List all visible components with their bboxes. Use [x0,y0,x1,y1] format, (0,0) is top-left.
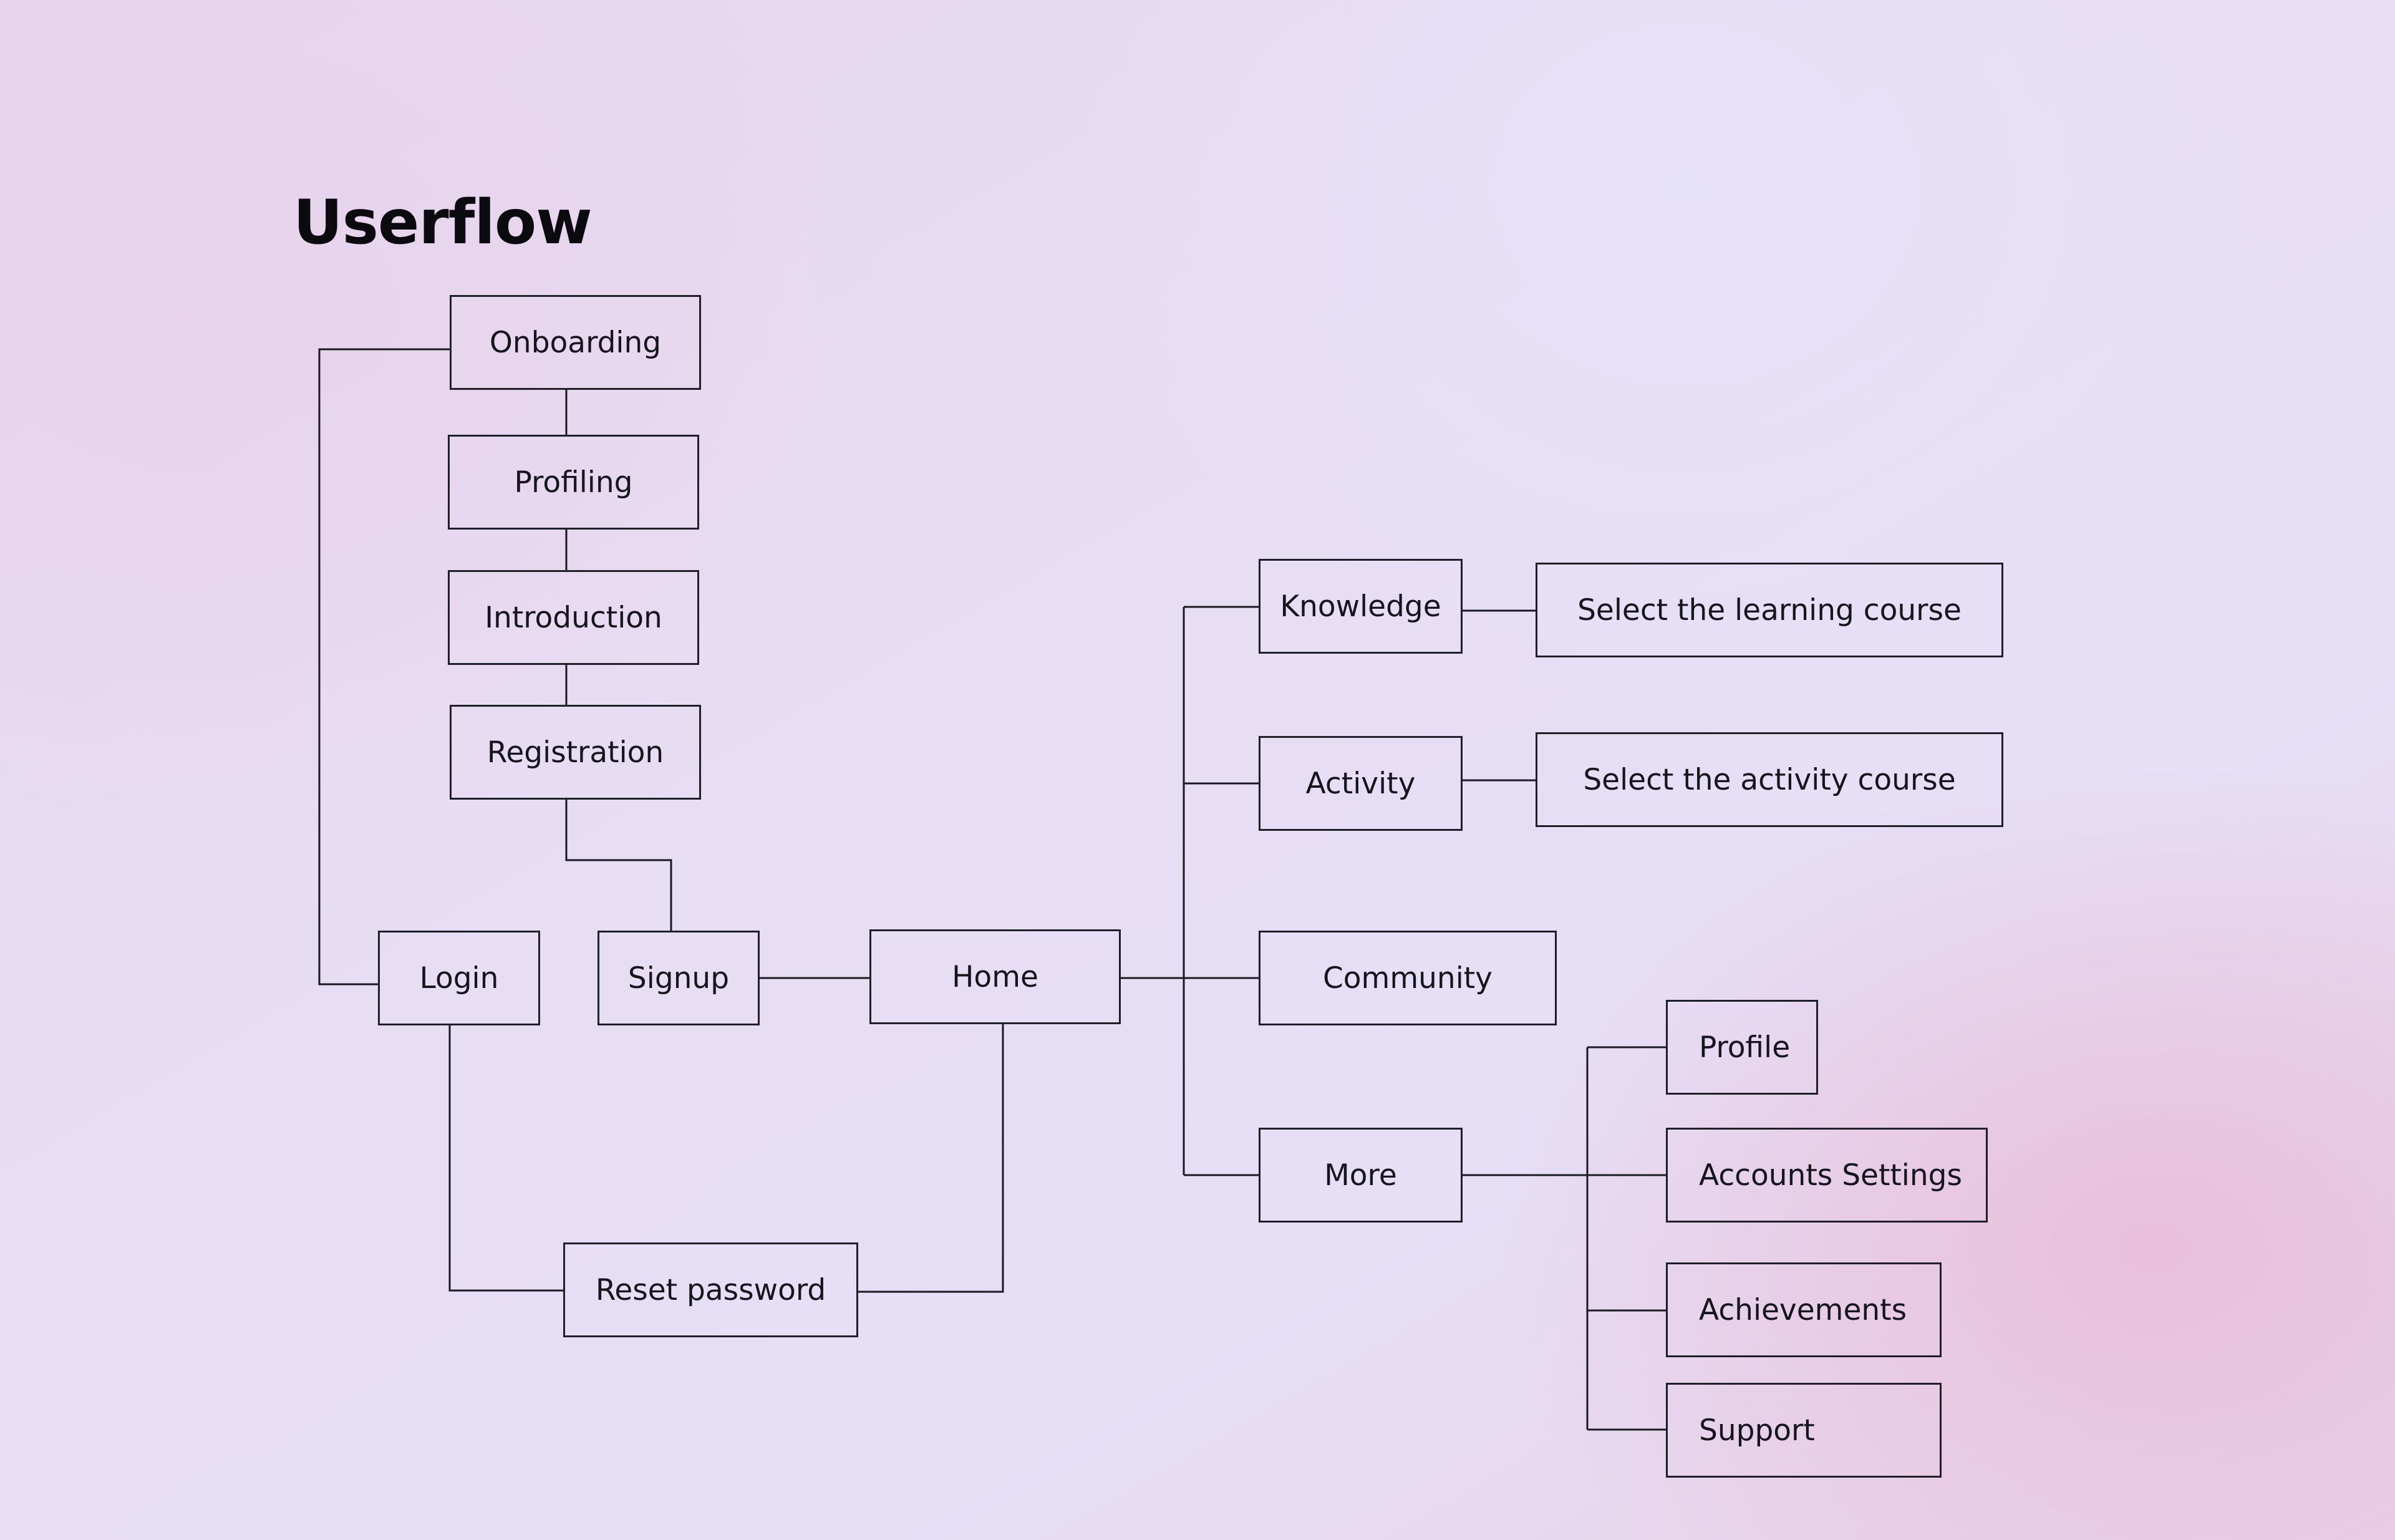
edge-reset-home [858,1024,1004,1293]
node-signup: Signup [598,931,760,1025]
diagram-title: Userflow [293,187,593,258]
node-accounts-settings: Accounts Settings [1666,1128,1988,1223]
node-community: Community [1259,931,1557,1025]
node-profiling: Profiling [448,435,699,530]
edge-login-reset [448,1025,563,1292]
node-select-activity-course: Select the activity course [1536,732,2003,827]
node-activity: Activity [1259,736,1463,831]
node-profile: Profile [1666,1000,1818,1095]
node-onboarding: Onboarding [450,295,701,390]
node-achievements: Achievements [1666,1262,1942,1357]
node-registration: Registration [450,705,701,800]
edge-registration-signup [565,800,672,931]
node-introduction: Introduction [448,570,699,665]
node-home: Home [869,929,1121,1024]
edge-onboarding-login [318,348,450,986]
node-knowledge: Knowledge [1259,559,1463,654]
node-select-learning-course: Select the learning course [1536,563,2003,657]
node-more: More [1259,1128,1463,1223]
node-reset-password: Reset password [563,1242,858,1337]
node-support: Support [1666,1383,1942,1478]
node-login: Login [378,931,540,1025]
